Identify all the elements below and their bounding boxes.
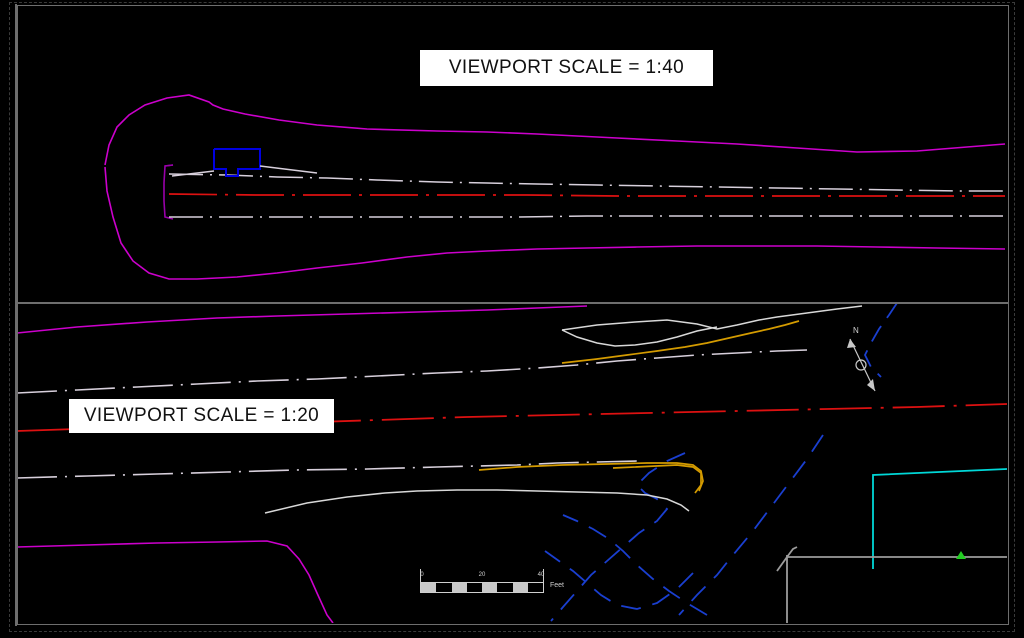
- building-connector-right: [259, 165, 318, 174]
- row-end-cap: [163, 164, 174, 220]
- row-line-north: [104, 94, 1006, 166]
- utility-line-lower-left: [562, 514, 708, 616]
- row-line-south: [104, 166, 1006, 280]
- row-line-north-detail: [17, 305, 588, 334]
- structure-outline-cyan: [872, 468, 1007, 569]
- scale-segment: [482, 583, 498, 592]
- scale-segment: [527, 583, 543, 592]
- curb-line-south-segment: [612, 464, 702, 494]
- curb-line-south: [478, 462, 704, 492]
- scale-segment: [436, 583, 452, 592]
- edge-of-pavement-south-detail: [17, 460, 638, 479]
- edge-of-pavement-north: [168, 173, 1005, 192]
- edge-of-pavement-south: [169, 215, 1005, 218]
- scale-tick-20: 20: [478, 572, 486, 578]
- row-end-tick-top: [164, 164, 174, 167]
- scale-segment: [512, 583, 528, 592]
- dimension-label: N: [853, 326, 859, 335]
- top-viewport-drawing: [104, 94, 1006, 280]
- scale-segment: [466, 583, 482, 592]
- structure-base-line: [776, 546, 798, 572]
- vegetation-marker-icon: [956, 551, 966, 559]
- utility-line-east-upper: [863, 303, 898, 378]
- scale-segment: [497, 583, 513, 592]
- viewport-top[interactable]: [17, 5, 1007, 301]
- dimension-leader: N: [847, 326, 876, 392]
- scale-bar-segments: [420, 582, 544, 593]
- row-line-south-detail: [17, 540, 334, 623]
- bottom-viewport-drawing: N: [17, 303, 1007, 623]
- scale-tick-40: 40: [537, 572, 545, 578]
- sidewalk-north: [561, 305, 863, 331]
- viewport-bottom[interactable]: N: [17, 303, 1007, 623]
- utility-line-branch-south: [544, 550, 694, 610]
- scale-bar-ticks: 0 20 40: [420, 572, 544, 582]
- scale-segment: [421, 583, 437, 592]
- scale-endtick-right: [543, 569, 544, 585]
- scale-segment: [451, 583, 467, 592]
- sidewalk-south: [264, 489, 690, 514]
- scale-endtick-left: [420, 569, 421, 585]
- edge-of-pavement-north-detail: [17, 349, 808, 394]
- viewport-scale-note-bottom: VIEWPORT SCALE = 1:20: [69, 399, 334, 433]
- utility-line-main-diagonal: [678, 434, 824, 616]
- sidewalk-north-lower: [561, 326, 718, 347]
- scale-bar-units-label: Feet: [550, 582, 565, 589]
- curb-line-north: [561, 320, 800, 364]
- utility-line-branch-west: [550, 452, 686, 622]
- building-outline: [213, 148, 261, 177]
- graphic-scale-bar: 0 20 40 Feet: [420, 569, 564, 593]
- roadway-centerline: [168, 193, 1005, 197]
- building-connector-left: [171, 170, 215, 177]
- viewport-scale-note-top: VIEWPORT SCALE = 1:40: [420, 50, 713, 86]
- scale-tick-0: 0: [420, 572, 424, 578]
